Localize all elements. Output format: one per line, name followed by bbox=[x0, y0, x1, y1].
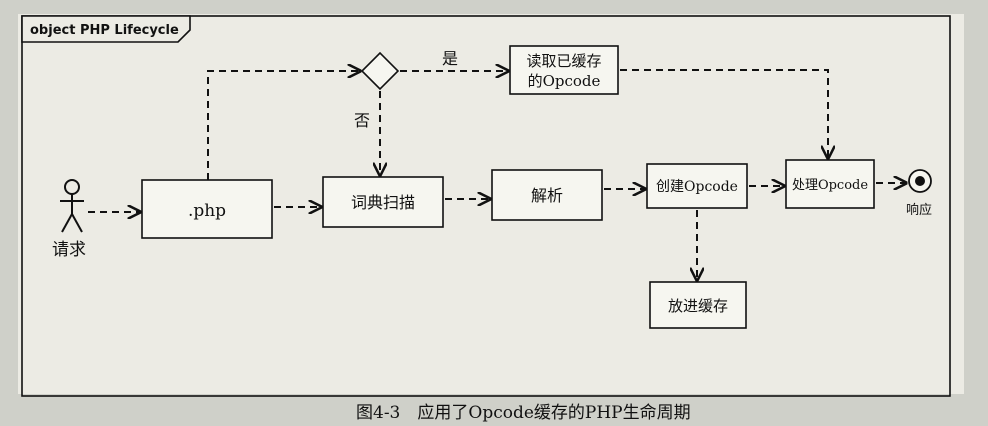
decision-yes-label: 是 bbox=[442, 49, 458, 68]
read-cache-box bbox=[509, 45, 619, 95]
actor-label: 请求 bbox=[52, 240, 86, 260]
end-label: 响应 bbox=[906, 202, 932, 218]
php-file-label: .php bbox=[188, 201, 226, 221]
parser-box bbox=[491, 169, 603, 221]
stick-figure-icon bbox=[60, 179, 84, 233]
parser-label: 解析 bbox=[531, 186, 563, 205]
create-opcode-label: 创建Opcode bbox=[656, 179, 738, 195]
process-opcode-box bbox=[785, 159, 875, 209]
process-opcode-label: 处理Opcode bbox=[792, 178, 868, 193]
frame-tab bbox=[21, 15, 191, 43]
cache-store-label: 放进缓存 bbox=[668, 297, 728, 315]
figure-caption: 图4-3 应用了Opcode缓存的PHP生命周期 bbox=[356, 403, 691, 423]
decision-no-label: 否 bbox=[354, 111, 370, 130]
lexer-label: 词典扫描 bbox=[351, 193, 415, 212]
edge-readcache-to-process bbox=[620, 69, 828, 158]
php-file-box bbox=[141, 179, 273, 239]
decision-diamond bbox=[360, 51, 400, 91]
read-cache-label-line2: 的Opcode bbox=[528, 72, 601, 90]
edge-php-to-decision bbox=[207, 71, 360, 180]
end-node-icon bbox=[908, 169, 932, 193]
frame-title: object PHP Lifecycle bbox=[30, 23, 179, 38]
cache-store-box bbox=[649, 281, 747, 329]
read-cache-label-line1: 读取已缓存 bbox=[526, 52, 601, 70]
diagram-frame bbox=[21, 15, 951, 397]
create-opcode-box bbox=[646, 163, 748, 209]
lexer-box bbox=[322, 176, 444, 228]
